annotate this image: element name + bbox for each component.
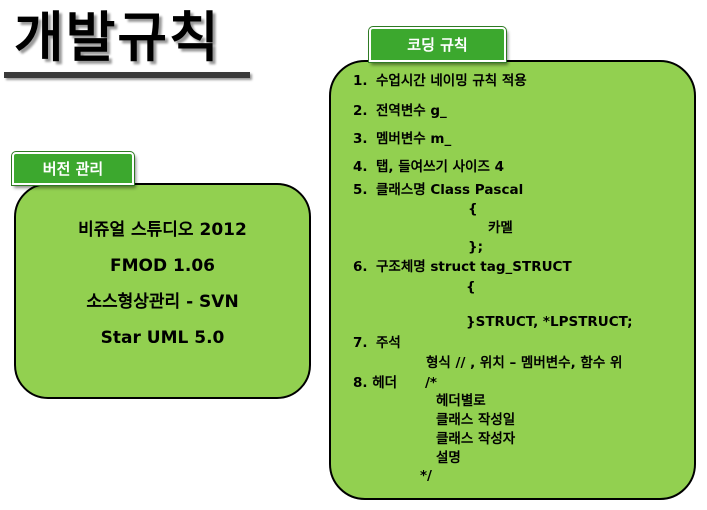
rule-8: 8. 헤더 [353,373,397,393]
rule-6: 6. 구조체명 struct tag_STRUCT [353,257,572,277]
rule-5: 5. 클래스명 Class Pascal [353,180,523,200]
rule-8-line-2: 클래스 작성일 [436,412,516,428]
rule-8-comment-close: */ [420,468,432,484]
page-title: 개발규칙 [14,5,221,69]
rule-7-detail: 형식 // , 위치 – 멤버변수, 함수 위 [426,355,623,371]
rule-8-line-3: 클래스 작성자 [436,431,516,447]
rule-7: 7. 주석 [353,333,401,353]
rule-3-number: 3. [353,131,368,147]
rule-6-brace-open: { [466,279,476,295]
rule-6-text: 구조체명 struct tag_STRUCT [376,259,572,275]
rule-2-number: 2. [353,103,368,119]
version-panel [14,183,311,399]
rule-2: 2. 전역변수 g_ [353,101,447,121]
rule-7-number: 7. [353,335,368,351]
rule-5-brace-close: }; [468,239,484,255]
rule-6-close: }STRUCT, *LPSTRUCT; [466,314,633,330]
coding-rules-tab: 코딩 규칙 [369,27,506,62]
rule-5-number: 5. [353,182,368,198]
rule-3-text: 멤버변수 m_ [376,131,452,147]
rule-8-line-4: 설명 [436,450,461,466]
rule-4: 4. 탭, 들여쓰기 사이즈 4 [353,157,504,177]
rule-2-text: 전역변수 g_ [376,103,447,119]
version-item-fmod: FMOD 1.06 [110,256,215,276]
version-item-visual-studio: 비쥬얼 스튜디오 2012 [78,220,247,240]
rule-1-text: 수업시간 네이밍 규칙 적용 [376,73,527,89]
rule-4-text: 탭, 들여쓰기 사이즈 4 [376,159,504,175]
version-item-svn: 소스형상관리 - SVN [86,292,239,312]
version-list: 비쥬얼 스튜디오 2012 FMOD 1.06 소스형상관리 - SVN Sta… [14,212,311,356]
rule-5-body: 카멜 [488,220,513,236]
rule-4-number: 4. [353,159,368,175]
rule-8-line-1: 헤더별로 [436,393,486,409]
version-panel-tab: 버전 관리 [12,152,134,185]
rule-7-text: 주석 [376,335,401,351]
title-underline [4,72,250,78]
rule-1-number: 1. [353,73,368,89]
coding-rules-panel [329,60,696,500]
rule-8-number: 8. [353,375,368,391]
rule-5-text: 클래스명 Class Pascal [376,182,524,198]
rule-3: 3. 멤버변수 m_ [353,129,451,149]
rule-6-number: 6. [353,259,368,275]
rule-8-text: 헤더 [372,375,398,391]
rule-1: 1. 수업시간 네이밍 규칙 적용 [353,71,527,91]
rule-5-brace-open: { [468,201,478,217]
rule-8-comment-open: /* [425,375,437,391]
version-item-star-uml: Star UML 5.0 [100,328,225,348]
